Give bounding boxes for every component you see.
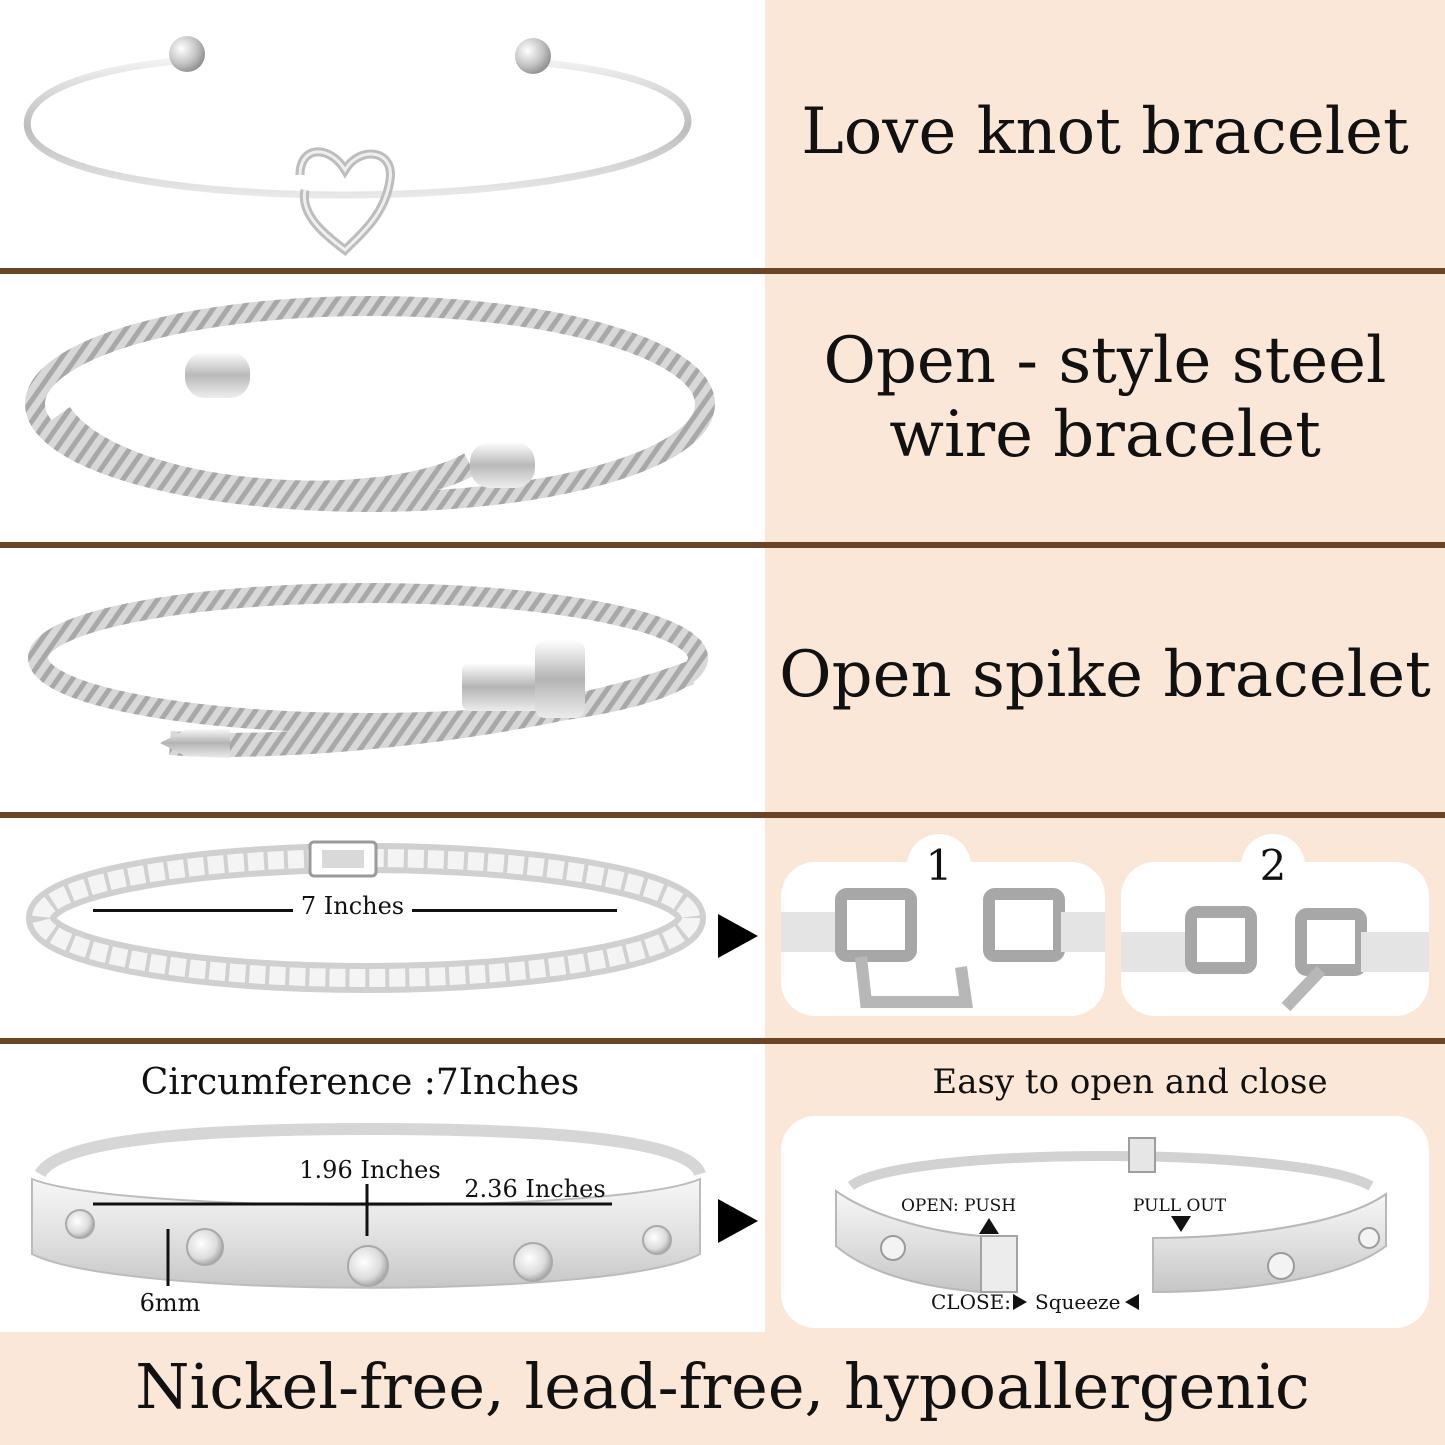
steel-wire-image (0, 274, 765, 542)
steel-wire-panel: Open - style steel wire bracelet (765, 274, 1445, 542)
row-spike: Open spike bracelet (0, 548, 1445, 812)
row-love-knot: Love knot bracelet (0, 0, 1445, 268)
footer-banner: Nickel-free, lead-free, hypoallergenic (0, 1332, 1445, 1445)
circumference-label: Circumference :7Inches (140, 1062, 580, 1103)
close-label: CLOSE: (931, 1290, 1012, 1314)
tennis-length-label: 7 Inches (300, 892, 405, 920)
love-knot-title: Love knot bracelet (801, 95, 1409, 169)
bangle-image: Circumference :7Inches (0, 1044, 765, 1332)
clasp-step-2-card (1121, 862, 1429, 1016)
divider (0, 268, 1445, 274)
tennis-clasp-panel: 1 2 (765, 818, 1445, 1038)
pull-out-label: PULL OUT (1133, 1196, 1227, 1216)
squeeze-label: Squeeze (1035, 1290, 1121, 1314)
row-bangle: Circumference :7Inches (0, 1044, 1445, 1332)
spike-panel: Open spike bracelet (765, 548, 1445, 812)
row-steel-wire: Open - style steel wire bracelet (0, 274, 1445, 542)
length-label: 2.36 Inches (464, 1175, 606, 1203)
step-badge-2: 2 (1241, 834, 1305, 898)
footer-text: Nickel-free, lead-free, hypoallergenic (135, 1350, 1310, 1423)
length-line-left (93, 909, 293, 912)
step-badge-1: 1 (907, 834, 971, 898)
steel-wire-title: Open - style steel wire bracelet (823, 324, 1387, 472)
arrow-right-icon (718, 914, 758, 958)
easy-open-label: Easy to open and close (932, 1062, 1328, 1102)
width-label: 1.96 Inches (299, 1156, 441, 1184)
spike-image (0, 548, 765, 812)
open-push-label: OPEN: PUSH (901, 1196, 1017, 1216)
tennis-image: 7 Inches (0, 818, 765, 1038)
thickness-label: 6mm (139, 1289, 201, 1317)
row-tennis: 7 Inches 1 (0, 818, 1445, 1038)
divider (0, 1038, 1445, 1044)
arrow-right-icon (718, 1199, 758, 1243)
love-knot-image (0, 0, 765, 268)
clasp-step-1-card (781, 862, 1105, 1016)
spike-title: Open spike bracelet (779, 638, 1431, 712)
love-knot-panel: Love knot bracelet (765, 0, 1445, 268)
divider (0, 542, 1445, 548)
bangle-open-close-panel: Easy to open and close (765, 1044, 1445, 1332)
divider (0, 812, 1445, 818)
length-line-right (412, 909, 617, 912)
bangle-clasp-card: OPEN: PUSH PULL OUT CLOSE: Squeeze (781, 1116, 1429, 1328)
